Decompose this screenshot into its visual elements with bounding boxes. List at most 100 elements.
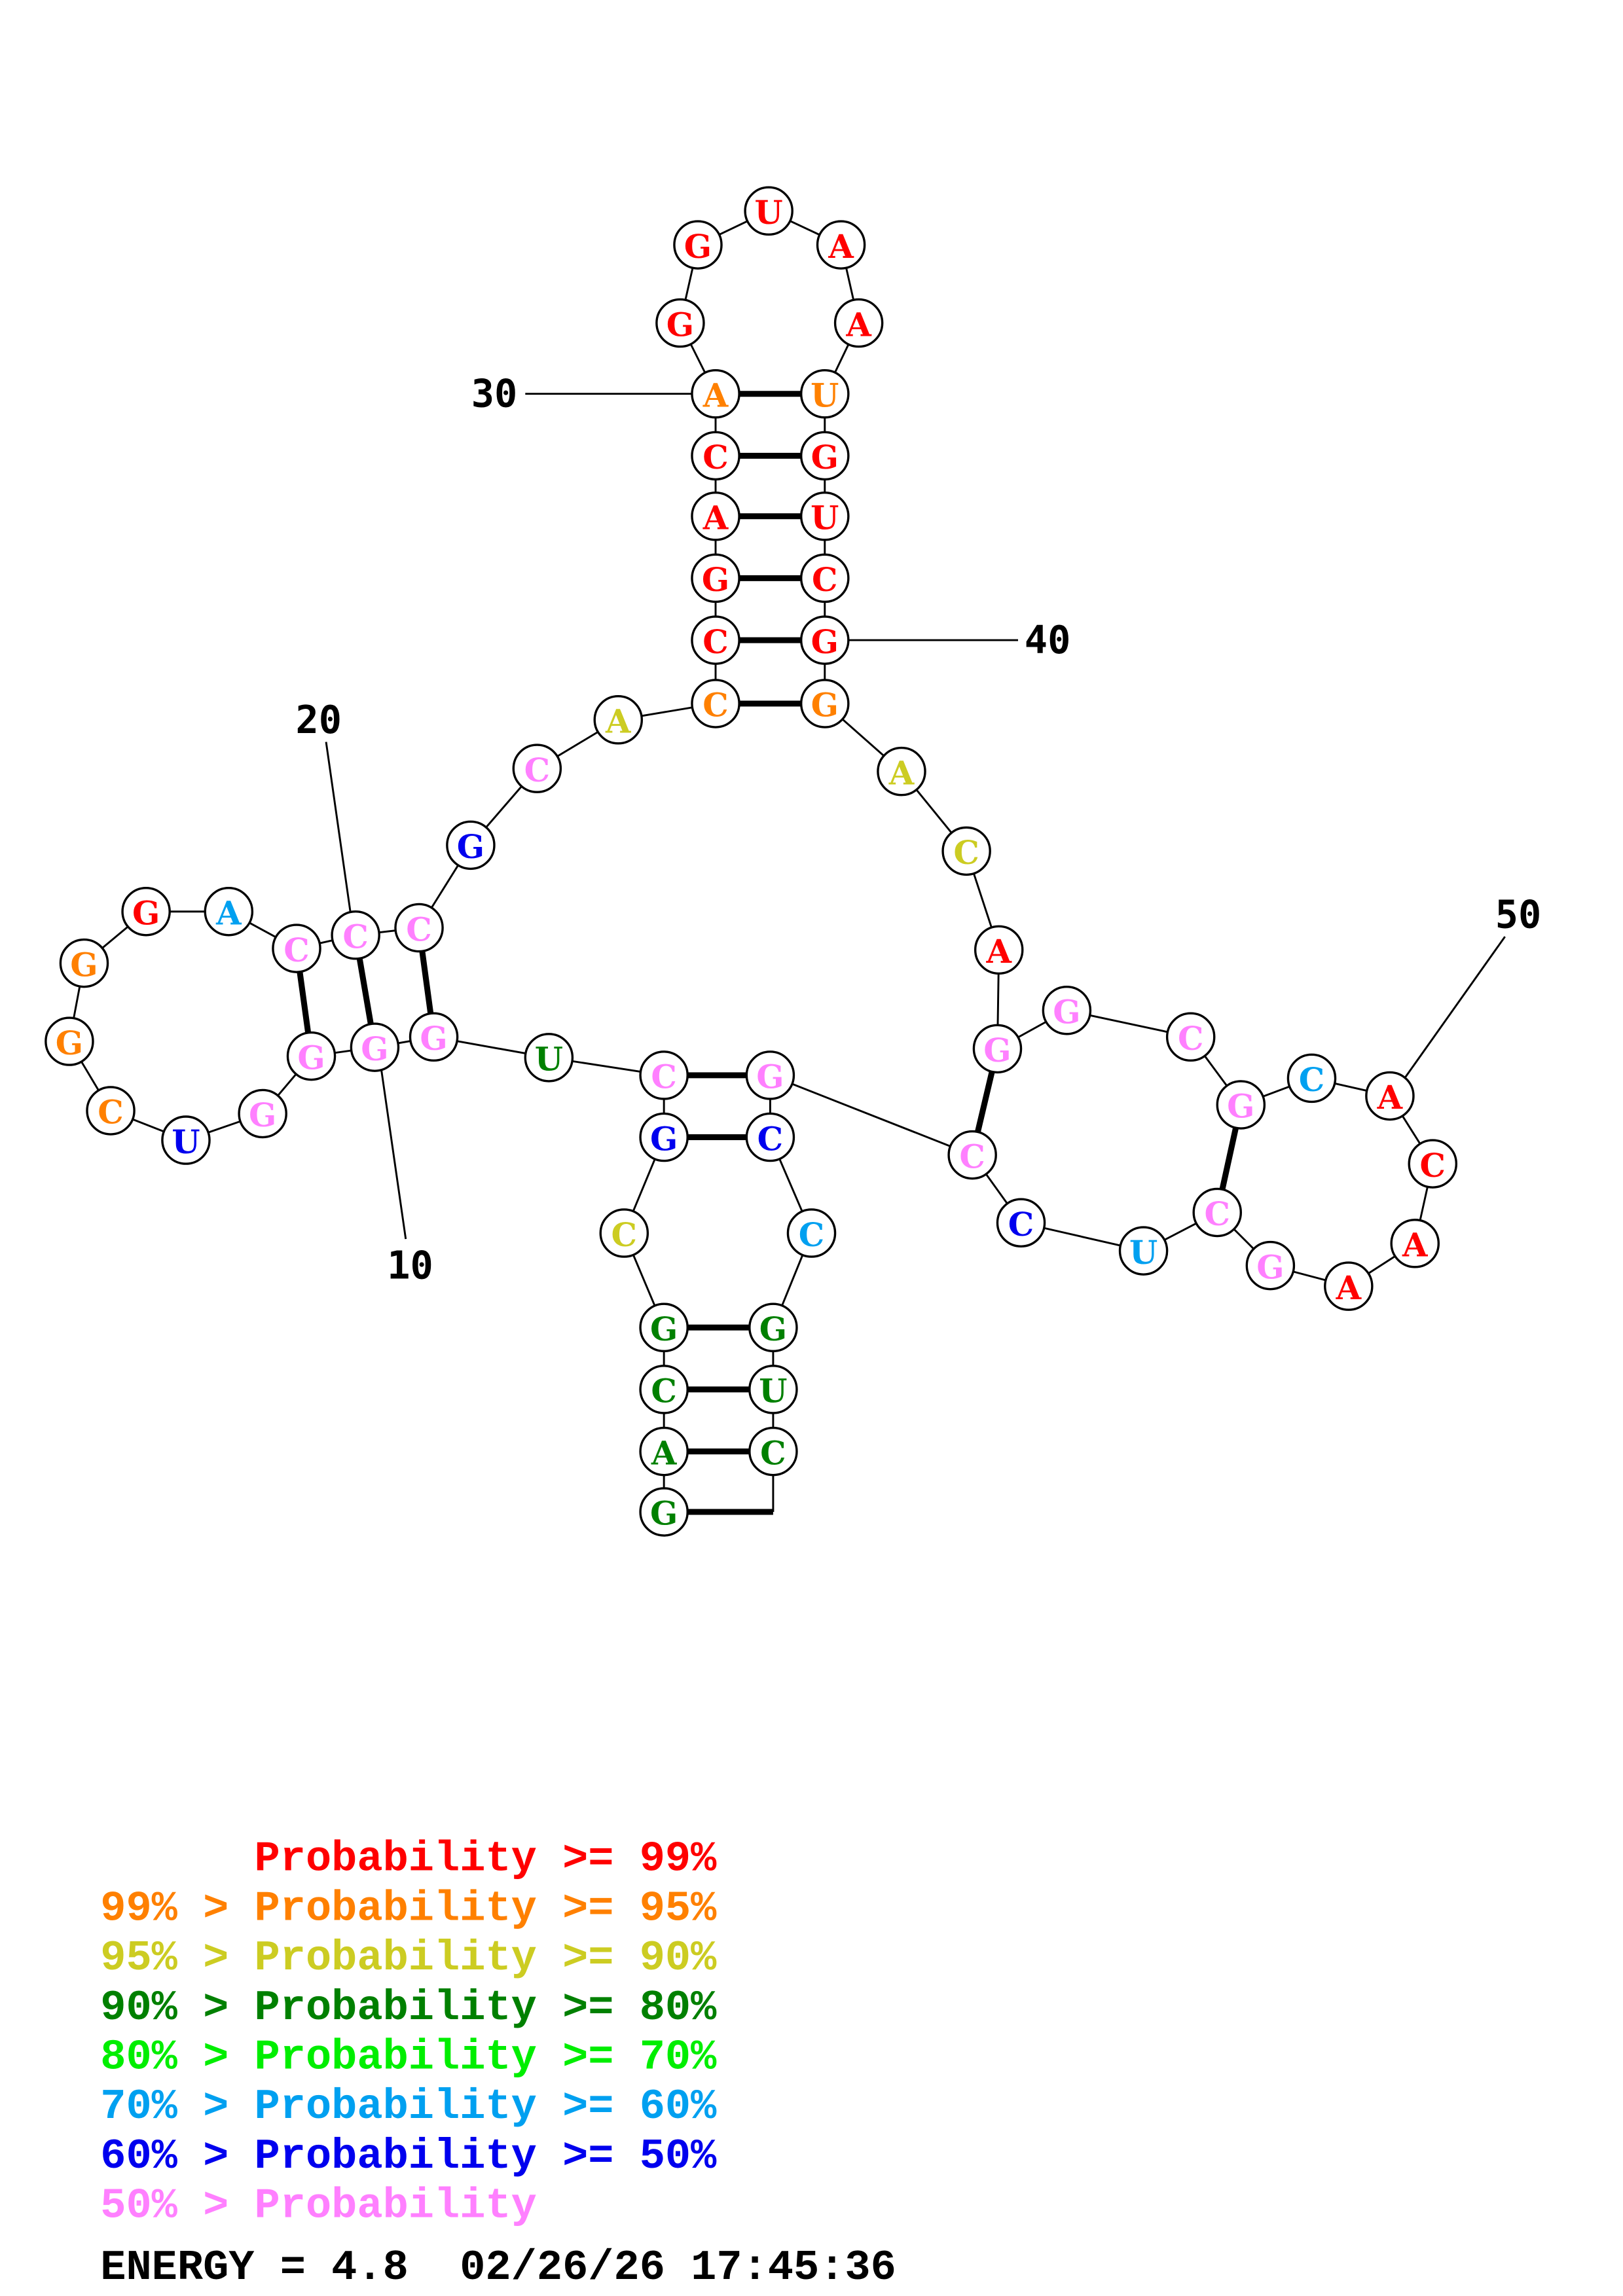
nucleotide-circle (941, 826, 991, 876)
nucleotide: C (691, 679, 740, 728)
nucleotide-circle (1042, 985, 1092, 1035)
nucleotide: A (691, 492, 740, 541)
legend-row: Probability >= 99% (100, 1835, 717, 1884)
nucleotide: C (800, 553, 850, 603)
nucleotide: C (331, 910, 380, 960)
nucleotide-letter: C (959, 1137, 985, 1175)
nucleotide: A (691, 368, 740, 419)
nucleotide-circle (86, 1086, 136, 1136)
nucleotide: C (1192, 1187, 1242, 1238)
nucleotide-circle (800, 492, 850, 541)
nucleotide-letter: G (249, 1096, 276, 1134)
nucleotide: A (639, 1426, 689, 1477)
nucleotide-circle (639, 1487, 689, 1537)
nucleotide-circle (691, 492, 740, 541)
nucleotide-letter: U (172, 1122, 200, 1161)
nucleotide: U (800, 492, 850, 541)
nucleotide-circle (833, 298, 884, 348)
nucleotide-circle (272, 924, 321, 973)
nucleotide-circle (639, 1426, 689, 1477)
nucleotide: G (673, 220, 723, 270)
nucleotide-circle (877, 746, 926, 797)
legend-row: 50% > Probability (100, 2182, 537, 2231)
nucleotide-letter: C (1420, 1146, 1446, 1185)
nucleotide-letter: A (1377, 1078, 1404, 1117)
nucleotide-letter: G (759, 1310, 787, 1348)
nucleotide-circle (996, 1198, 1046, 1248)
nucleotide-circle (800, 368, 850, 419)
nucleotide-circle (745, 1112, 795, 1162)
nucleotide-circle (1365, 1071, 1415, 1121)
nucleotide-letter: G (1256, 1247, 1284, 1286)
nucleotide-letter: U (759, 1372, 787, 1410)
nucleotide-circle (744, 186, 793, 236)
nucleotide: C (394, 903, 444, 953)
nucleotide-letter: G (1227, 1087, 1254, 1126)
nucleotide-letter: G (983, 1031, 1011, 1069)
nucleotide: G (800, 679, 850, 728)
backbone-link (769, 1074, 973, 1156)
nucleotide: C (947, 1130, 997, 1180)
position-label-line (1404, 936, 1506, 1079)
nucleotide-letter: U (811, 499, 839, 537)
nucleotide-circle (691, 431, 740, 481)
nucleotide-circle (1286, 1053, 1337, 1103)
nucleotide: C (272, 924, 321, 973)
nucleotide: A (1324, 1261, 1374, 1311)
nucleotide: G (409, 1012, 459, 1062)
nucleotide: U (524, 1033, 574, 1083)
nucleotide-circle (286, 1031, 337, 1081)
nucleotide-letter: C (1205, 1194, 1230, 1233)
position-label: 10 (387, 1244, 433, 1288)
nucleotide: G (45, 1016, 94, 1066)
nucleotide-letter: A (985, 932, 1012, 971)
nucleotide-circle (409, 1012, 459, 1062)
nucleotide-circle (204, 886, 254, 937)
nucleotide-circle (121, 886, 171, 937)
nucleotide: G (972, 1024, 1023, 1074)
nucleotide-circle (599, 1208, 649, 1258)
nucleotide-letter: C (702, 438, 728, 476)
nucleotide: G (286, 1031, 337, 1081)
nucleotide: C (748, 1426, 798, 1477)
nucleotide: G (121, 886, 171, 937)
nucleotide: G (1042, 985, 1092, 1035)
legend-row: 95% > Probability >= 90% (100, 1934, 717, 1982)
nucleotide-circle (786, 1208, 837, 1258)
nucleotide-circle (331, 910, 380, 960)
nucleotide: G (639, 1112, 689, 1162)
nucleotide-letter: A (702, 499, 729, 537)
nucleotide-letter: G (297, 1038, 325, 1077)
nucleotide-circle (1324, 1261, 1374, 1311)
nucleotide-circle (350, 1022, 400, 1072)
nucleotide-letter: U (755, 193, 783, 232)
nucleotide-circle (59, 938, 109, 988)
nucleotide-circle (524, 1033, 574, 1083)
position-label: 50 (1495, 892, 1542, 937)
nucleotide: C (1408, 1139, 1458, 1189)
nucleotide-letter: C (702, 686, 728, 725)
nucleotide-circle (745, 1050, 795, 1100)
position-label: 20 (296, 698, 342, 742)
nucleotide-letter: A (702, 376, 729, 414)
nucleotide-circle (394, 903, 444, 953)
nucleotide-circle (1408, 1139, 1458, 1189)
nucleotide-letter: C (283, 931, 309, 969)
nucleotide: G (800, 615, 850, 665)
nucleotide-circle (161, 1115, 211, 1165)
nucleotide: U (748, 1365, 798, 1414)
nucleotide-circle (1192, 1187, 1242, 1238)
nucleotide-letter: C (812, 560, 837, 599)
nucleotide-letter: G (420, 1019, 447, 1058)
nucleotide-letter: G (650, 1494, 678, 1533)
legend-row: 90% > Probability >= 80% (100, 1984, 717, 2032)
nucleotide: A (593, 695, 644, 745)
nucleotide-letter: C (406, 910, 431, 948)
nucleotide-letter: C (760, 1433, 786, 1472)
nucleotide-letter: C (757, 1119, 783, 1158)
nucleotide: C (691, 615, 740, 665)
nucleotide: U (161, 1115, 211, 1165)
